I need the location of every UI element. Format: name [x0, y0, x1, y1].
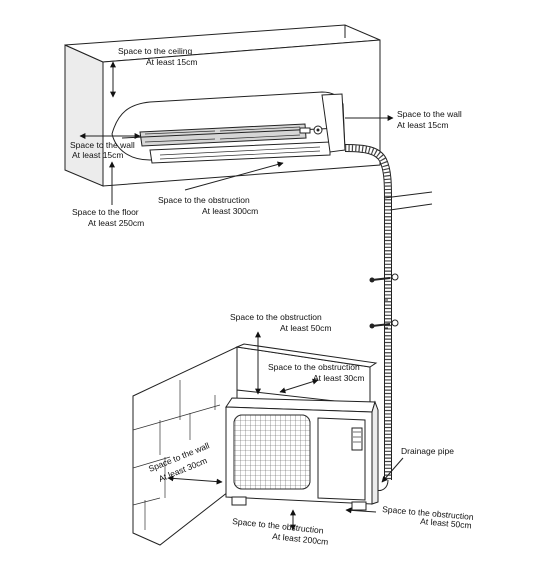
floor-label-title: Space to the floor: [72, 207, 139, 217]
outdoor-wall: [132, 343, 378, 546]
connecting-pipe: [344, 144, 433, 491]
outdoor-top-label-title: Space to the obstruction: [230, 312, 322, 322]
drainage-pipe-label: Drainage pipe: [401, 446, 454, 456]
outdoor-unit: [225, 397, 379, 511]
outdoor-side-label-value: At least 50cm: [420, 516, 472, 530]
wall-right-label-title: Space to the wall: [397, 109, 462, 119]
wall-left-label-title: Space to the wall: [70, 140, 135, 150]
ceiling-label-title: Space to the ceiling: [118, 46, 192, 56]
front-obstruction-label-title: Space to the obstruction: [158, 195, 250, 205]
ceiling-label-value: At least 15cm: [146, 57, 198, 67]
wall-screw-1: [369, 273, 399, 283]
indoor-clearance-arrows: [79, 61, 394, 205]
wall-screw-2: [369, 319, 399, 329]
outdoor-back-label-value: At least 30cm: [313, 373, 365, 383]
wall-right-label-value: At least 15cm: [397, 120, 449, 130]
floor-label-value: At least 250cm: [88, 218, 144, 228]
outdoor-clearance-arrows: [167, 331, 404, 531]
outdoor-back-label-title: Space to the obstruction: [268, 362, 360, 372]
front-obstruction-label-value: At least 300cm: [202, 206, 258, 216]
outdoor-top-label-value: At least 50cm: [280, 323, 332, 333]
wall-left-label-value: At least 15cm: [72, 150, 124, 160]
indoor-unit: [111, 91, 346, 164]
